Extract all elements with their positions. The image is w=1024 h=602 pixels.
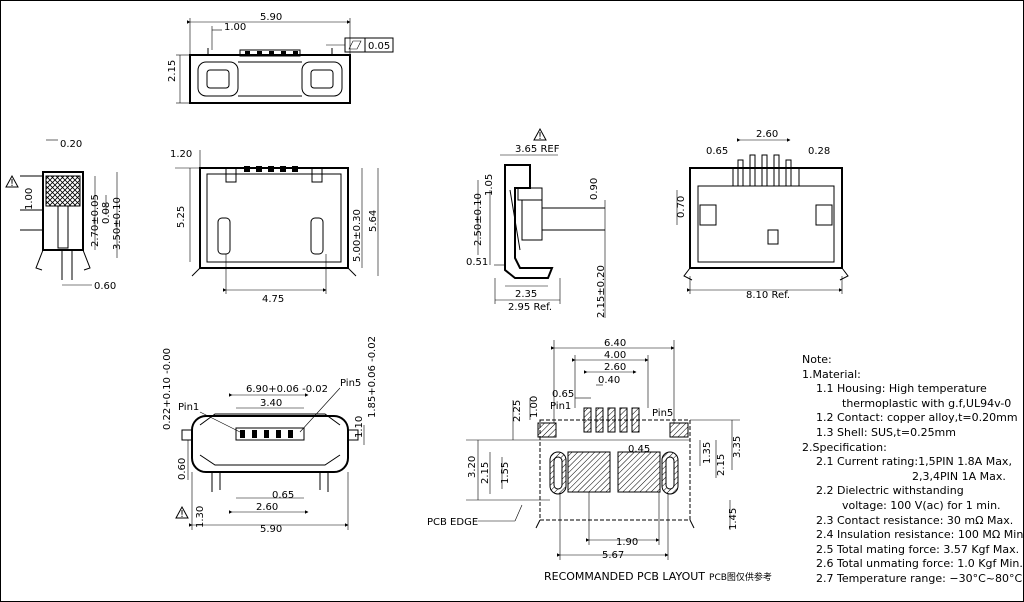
dim-front-475: 4.75 (262, 294, 284, 305)
dim-pcb-640: 6.40 (604, 338, 626, 349)
top-view: 5.90 1.00 2.15 0.05 (167, 12, 394, 104)
dim-pcb-400: 4.00 (604, 350, 626, 361)
dim-sec-295: 2.95 Ref. (508, 302, 552, 313)
dim-pcb-215r: 2.15 (716, 454, 727, 476)
dim-back-065: 0.65 (706, 146, 728, 157)
note-line-9: 2.2 Dielectric withstanding (816, 484, 964, 498)
note-line-2: 1.1 Housing: High temperature (816, 382, 987, 396)
pcb-layout-view: 6.40 4.00 2.60 0.40 0.65 Pin1 Pin5 2.25 … (427, 338, 743, 561)
dim-pcb-155: 1.55 (500, 462, 511, 484)
dim-pcb-225: 2.25 (512, 400, 523, 422)
back-view: 2.60 0.65 0.28 0.70 8.10 Ref. (676, 129, 849, 301)
note-line-5: 1.3 Shell: SUS,t=0.25mm (816, 425, 956, 439)
dim-front-500: 5.00±0.30 (352, 209, 363, 262)
dim-pcb-215: 2.15 (480, 462, 491, 484)
dim-side-020: 0.20 (60, 139, 82, 150)
caption-cn: PCB图仅供参考 (709, 573, 772, 583)
dim-back-070: 0.70 (676, 196, 687, 218)
dim-pcb-567: 5.67 (602, 550, 624, 561)
dim-sec-215: 2.15±0.20 (596, 265, 607, 318)
dim-sec-250: 2.50±0.10 (473, 193, 484, 246)
dim-pcb-045: 0.45 (628, 444, 650, 455)
dim-front-120: 1.20 (170, 149, 192, 160)
dim-pcb-260: 2.60 (604, 362, 626, 373)
svg-text:!: ! (180, 509, 184, 520)
dim-side-270: 2.70±0.05 (90, 194, 101, 247)
caption-en: RECOMMANDED PCB LAYOUT (544, 570, 706, 583)
dim-side-060: 0.60 (94, 281, 116, 292)
flatness-value: 0.05 (368, 41, 390, 52)
notes-title: Note: (802, 353, 832, 366)
front-view: 1.20 5.25 5.00±0.30 5.64 4.75 (170, 149, 379, 305)
section-view: ! 3.65 REF 1.05 2.50±0.10 0.90 0.51 2.35… (466, 127, 607, 318)
note-line-11: 2.3 Contact resistance: 30 mΩ Max. (816, 513, 1014, 527)
note-line-13: 2.5 Total mating force: 3.57 Kgf Max. (816, 542, 1020, 556)
notes-block: Note: 1.Material: 1.1 Housing: High temp… (802, 353, 1024, 587)
dim-side-100: 1.00 (24, 188, 35, 210)
dim-bot-022: 0.22+0.10 -0.00 (162, 348, 173, 430)
note-line-10: voltage: 100 V(ac) for 1 min. (842, 498, 1001, 512)
dim-sec-365: 3.65 REF (515, 144, 560, 155)
dim-bot-340: 3.40 (260, 398, 282, 409)
dim-sec-105: 1.05 (484, 174, 495, 196)
svg-text:!: ! (10, 178, 14, 189)
bottom-view: 0.22+0.10 -0.00 6.90+0.06 -0.02 3.40 Pin… (162, 336, 378, 535)
dim-sec-051: 0.51 (466, 257, 488, 268)
pin1-label: Pin1 (178, 402, 199, 413)
note-line-4: 1.2 Contact: copper alloy,t=0.20mm (816, 411, 1018, 425)
dim-sec-235: 2.35 (515, 289, 537, 300)
dim-side-350: 3.50±0.10 (112, 197, 123, 250)
dim-back-810: 8.10 Ref. (746, 290, 790, 301)
pcb-edge-label: PCB EDGE (427, 517, 478, 528)
dim-side-008: 0.08 (101, 202, 112, 224)
dim-pcb-320: 3.20 (467, 456, 478, 478)
dim-bot-065: 0.65 (272, 490, 294, 501)
note-line-15: 2.7 Temperature range: −30°C~80°C (816, 571, 1023, 585)
note-line-3: thermoplastic with g.f,UL94v-0 (842, 396, 1012, 410)
pcb-pin5-label: Pin5 (652, 408, 673, 419)
dim-pcb-190: 1.90 (616, 537, 638, 548)
dim-top-590: 5.90 (260, 12, 282, 23)
dim-bot-690: 6.90+0.06 -0.02 (246, 384, 328, 395)
note-line-6: 2.Specification: (802, 440, 887, 454)
dim-front-525: 5.25 (176, 206, 187, 228)
dim-pcb-335: 3.35 (732, 436, 743, 458)
dim-back-028: 0.28 (808, 146, 830, 157)
dim-pcb-040: 0.40 (598, 375, 620, 386)
svg-text:!: ! (538, 131, 542, 142)
dim-bot-590: 5.90 (260, 524, 282, 535)
dim-sec-090: 0.90 (589, 178, 600, 200)
dim-bot-185: 1.85+0.06 -0.02 (367, 336, 378, 418)
left-side-view: ! 0.20 1.00 2.70±0.05 0.08 3.50±0.10 0.6… (5, 139, 123, 292)
pin5-label: Pin5 (340, 378, 361, 389)
dim-pcb-145: 1.45 (728, 508, 739, 530)
note-line-12: 2.4 Insulation resistance: 100 MΩ Min. (816, 528, 1024, 542)
pcb-pin1-label: Pin1 (550, 401, 571, 412)
dim-pcb-065: 0.65 (552, 389, 574, 400)
dim-bot-060: 0.60 (177, 458, 188, 480)
note-line-8: 2,3,4PIN 1A Max. (912, 469, 1006, 483)
dim-bot-110: 1.10 (354, 416, 365, 438)
note-line-1: 1.Material: (802, 367, 861, 381)
dim-top-100: 1.00 (224, 22, 246, 33)
dim-pcb-100: 1.00 (529, 396, 540, 418)
dim-bot-260: 2.60 (256, 502, 278, 513)
note-line-7: 2.1 Current rating:1,5PIN 1.8A Max, (816, 455, 1012, 469)
dim-pcb-135: 1.35 (702, 442, 713, 464)
dim-bot-130: 1.30 (195, 506, 206, 528)
note-line-14: 2.6 Total unmating force: 1.0 Kgf Min. (816, 557, 1023, 571)
dim-top-215: 2.15 (167, 60, 178, 82)
dim-front-564: 5.64 (368, 210, 379, 232)
dim-back-260: 2.60 (756, 129, 778, 140)
